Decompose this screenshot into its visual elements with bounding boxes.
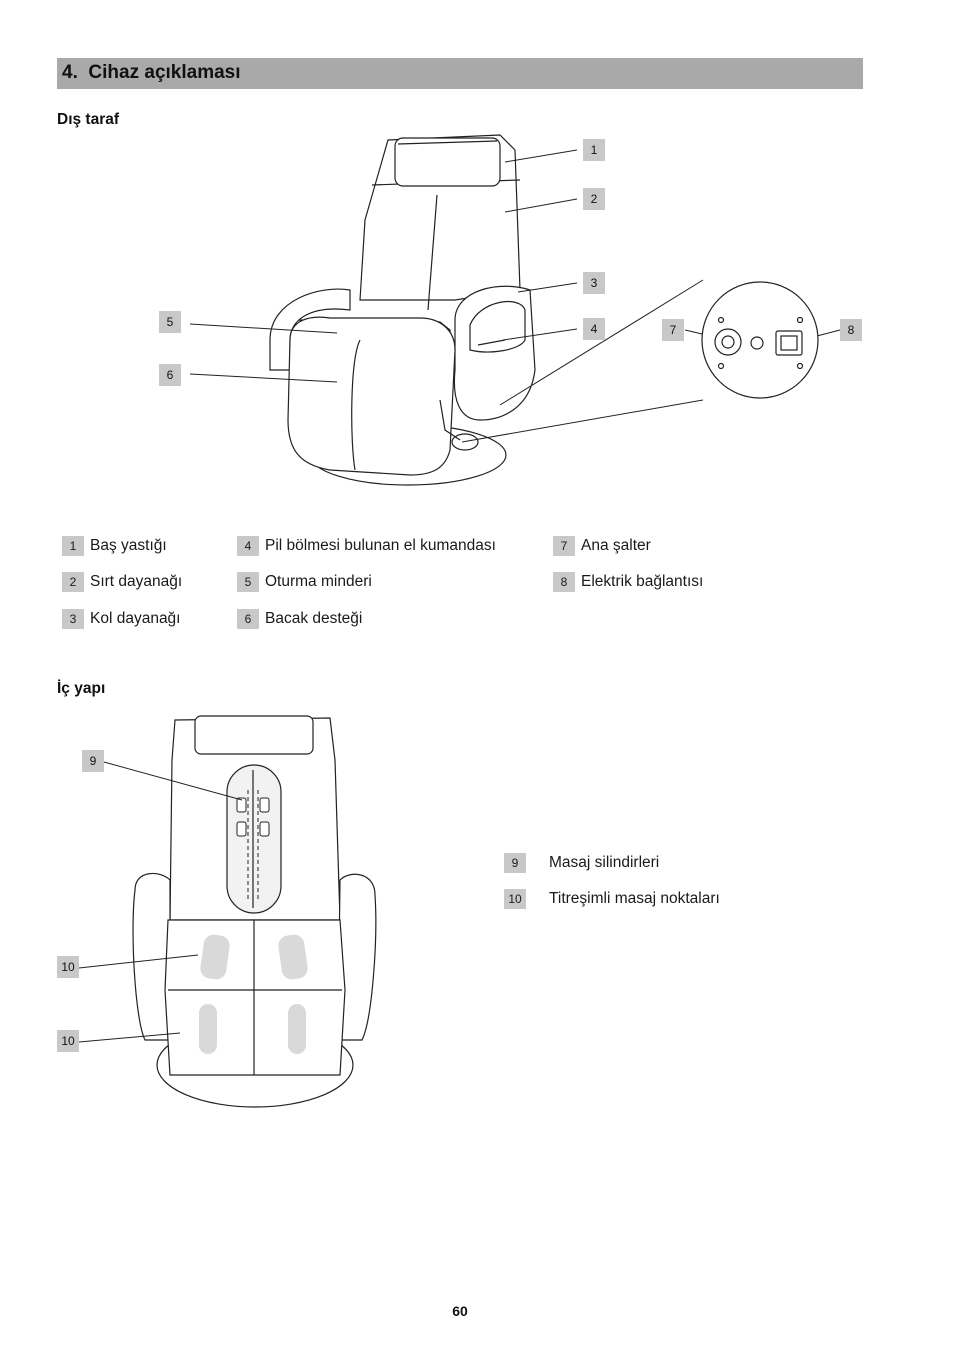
section-title: 4. Cihaz açıklaması: [62, 62, 241, 84]
inner-leader-lines: [78, 761, 243, 1043]
legend-item-1: 1 Baş yastığı: [62, 536, 167, 556]
chair-outline: [269, 134, 536, 486]
callout-10-upper: 10: [57, 956, 79, 978]
inner-chair-outline: [132, 715, 377, 1108]
outer-view-title: Dış taraf: [57, 111, 120, 128]
power-panel-detail: [701, 281, 819, 399]
legend-item-4: 4 Pil bölmesi bulunan el kumandası: [237, 536, 496, 556]
callout-1: 1: [583, 139, 605, 161]
callout-4: 4: [583, 318, 605, 340]
section-title-text: Cihaz açıklaması: [88, 62, 241, 83]
section-number: 4.: [62, 62, 78, 83]
inner-view-title: İç yapı: [57, 680, 106, 697]
outer-leader-lines: [189, 149, 841, 443]
legend-item-6: 6 Bacak desteği: [237, 609, 362, 629]
callout-7: 7: [662, 319, 684, 341]
callout-2: 2: [583, 188, 605, 210]
callout-10-lower: 10: [57, 1030, 79, 1052]
legend-item-3: 3 Kol dayanağı: [62, 609, 181, 629]
legend-item-5: 5 Oturma minderi: [237, 572, 372, 592]
callout-6: 6: [159, 364, 181, 386]
callout-8: 8: [840, 319, 862, 341]
section-header-bar: [57, 58, 863, 89]
legend-item-10: 10 Titreşimli masaj noktaları: [504, 889, 720, 909]
callout-3: 3: [583, 272, 605, 294]
legend-item-8: 8 Elektrik bağlantısı: [553, 572, 703, 592]
legend-item-7: 7 Ana şalter: [553, 536, 651, 556]
legend-item-9: 9 Masaj silindirleri: [504, 853, 659, 873]
massage-rollers: [236, 790, 270, 900]
legend-item-2: 2 Sırt dayanağı: [62, 572, 182, 592]
callout-5: 5: [159, 311, 181, 333]
callout-9: 9: [82, 750, 104, 772]
vibration-points: [199, 934, 308, 1054]
page-number: 60: [452, 1303, 468, 1319]
